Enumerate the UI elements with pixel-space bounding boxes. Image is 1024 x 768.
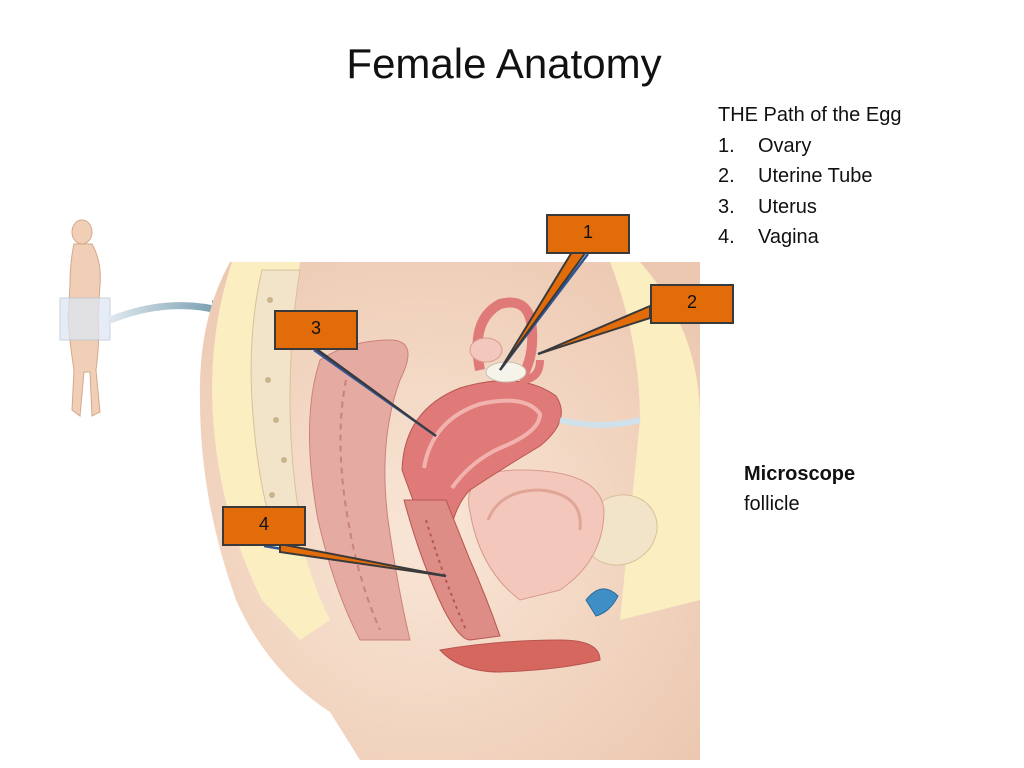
callout-4: 4 [222,506,306,546]
list-item: 3.Uterus [718,195,817,218]
callout-pointers [279,251,651,577]
slide-title: Female Anatomy [346,40,662,87]
callout-2: 2 [650,284,734,324]
callout-3: 3 [274,310,358,350]
list-item: 1.Ovary [718,134,812,157]
callout-4-pointer [279,542,447,577]
callout-1: 1 [546,214,630,254]
microscope-note: Microscope follicle [744,459,855,519]
pelvic-section-illustration [199,262,700,760]
egg-path-heading: THE Path of the Egg [718,104,902,126]
list-item: 4.Vagina [718,226,819,248]
egg-path-list: THE Path of the Egg 1.Ovary 2.Uterine Tu… [718,100,901,253]
microscope-label: Microscope [744,463,856,485]
follicle-label: follicle [744,493,800,515]
list-item: 2.Uterine Tube [718,165,873,187]
